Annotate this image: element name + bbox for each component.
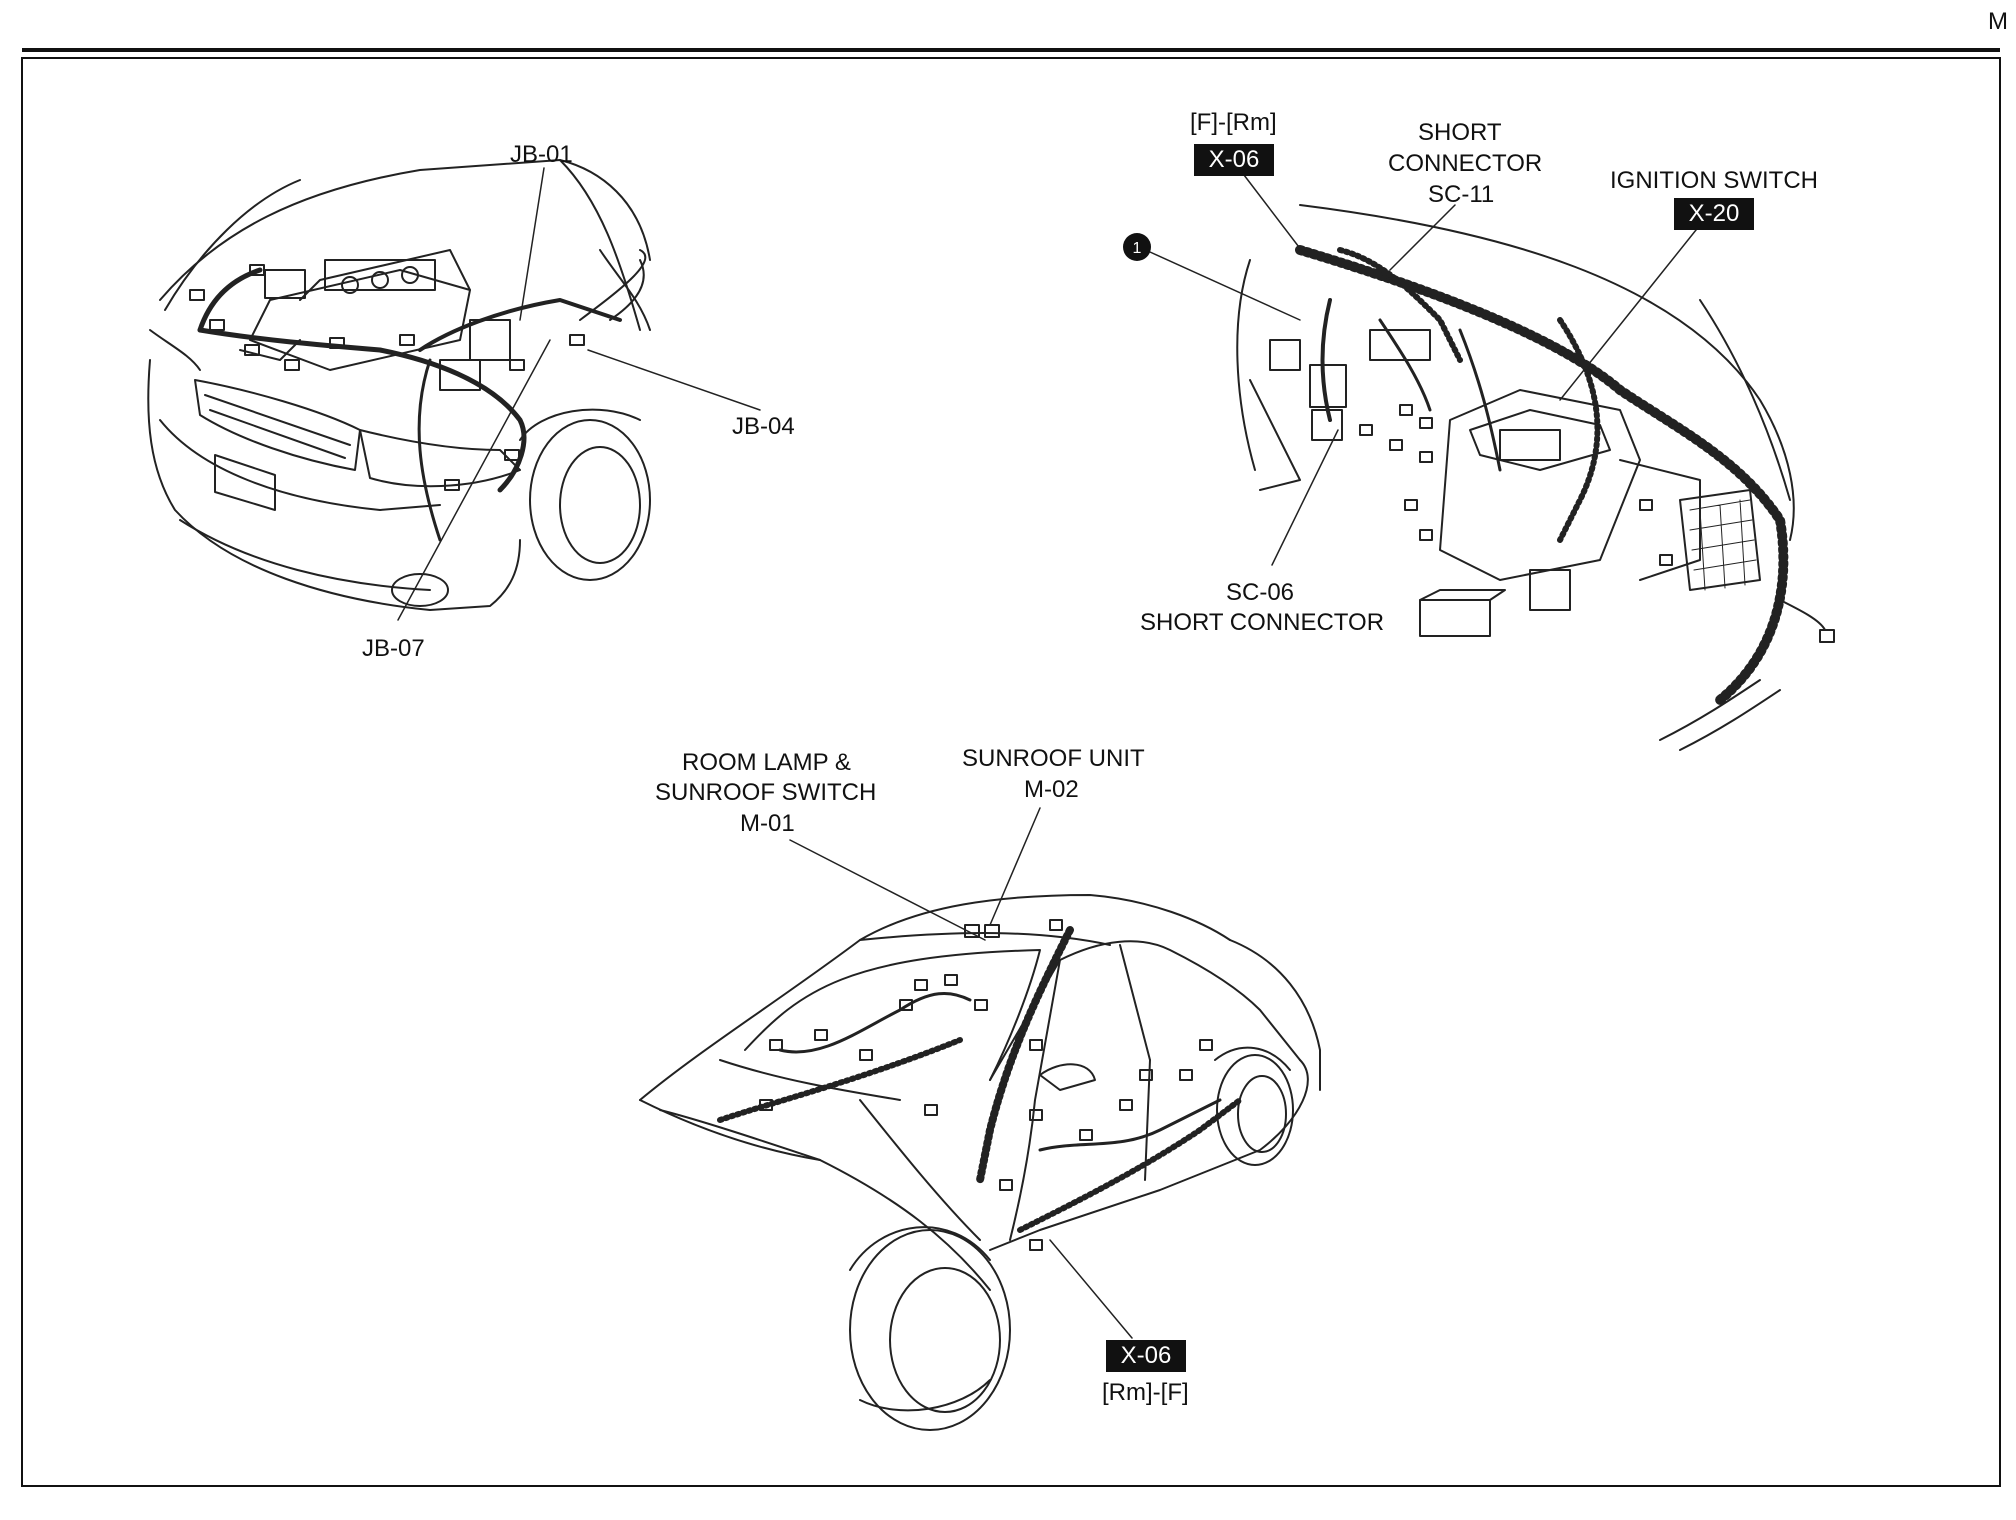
- tag-x06-top: X-06: [1194, 144, 1274, 176]
- label-jb-07: JB-07: [362, 635, 425, 662]
- label-sc11-line2: CONNECTOR: [1388, 150, 1543, 177]
- label-sunroof-unit-line1: SUNROOF UNIT: [962, 745, 1145, 772]
- label-room-lamp-line2: SUNROOF SWITCH: [655, 779, 877, 806]
- label-sc06-line2: SHORT CONNECTOR: [1140, 609, 1385, 636]
- label-sunroof-unit-line2: M-02: [1024, 776, 1079, 803]
- label-x06-top-route: [F]-[Rm]: [1190, 109, 1277, 136]
- label-ignition-switch: IGNITION SWITCH: [1610, 167, 1818, 194]
- label-jb-01: JB-01: [510, 141, 573, 168]
- callout-number: 1: [1133, 240, 1142, 257]
- label-sc11-line3: SC-11: [1428, 181, 1495, 208]
- section-letter: M: [1988, 8, 2008, 35]
- tag-x06-bottom: X-06: [1106, 1340, 1186, 1372]
- label-jb-04: JB-04: [732, 413, 795, 440]
- tag-x20: X-20: [1674, 198, 1754, 230]
- label-room-lamp-line3: M-01: [740, 810, 795, 837]
- label-sc06-line1: SC-06: [1226, 579, 1295, 606]
- label-x06-bottom-route: [Rm]-[F]: [1102, 1379, 1189, 1406]
- label-sc11-line1: SHORT: [1418, 119, 1502, 146]
- callout-bullet: 1: [1123, 233, 1151, 261]
- label-room-lamp-line1: ROOM LAMP &: [682, 749, 851, 776]
